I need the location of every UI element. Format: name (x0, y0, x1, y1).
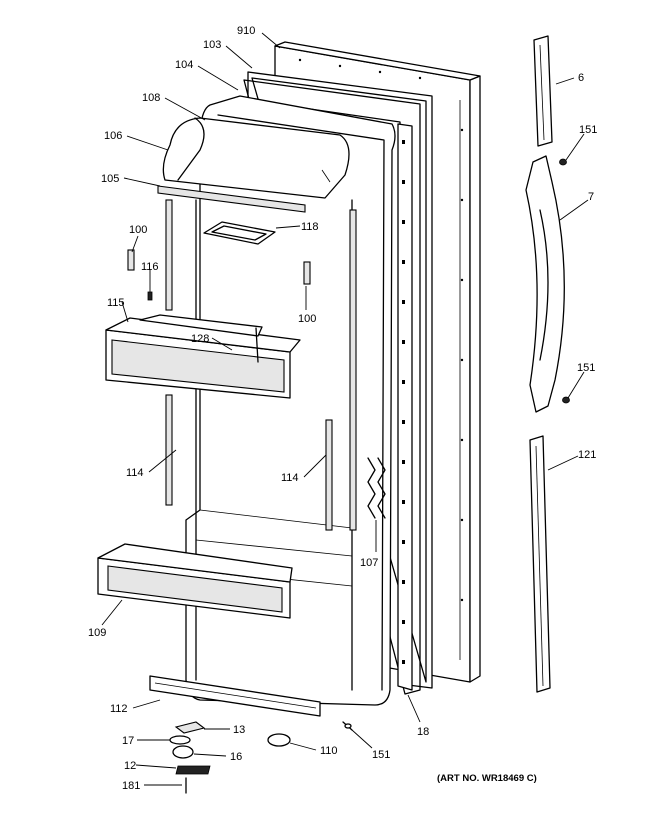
label-108: 108 (142, 92, 160, 104)
label-114-left: 114 (126, 467, 144, 479)
dispenser-cover (162, 117, 350, 199)
art-number: (ART NO. WR18469 C) (437, 773, 537, 784)
label-109: 109 (88, 627, 106, 639)
bin-109 (97, 543, 293, 619)
bin-115 (105, 314, 301, 399)
part-labels: 910 103 104 108 106 105 118 100 116 100 … (88, 25, 597, 792)
label-110: 110 (320, 745, 338, 757)
label-121: 121 (578, 449, 596, 461)
part-118 (203, 221, 276, 245)
label-17: 17 (122, 735, 134, 747)
vertical-rails (165, 199, 357, 531)
label-7: 7 (588, 191, 594, 203)
label-100-right: 100 (298, 313, 316, 325)
label-6: 6 (578, 72, 584, 84)
label-128: 128 (191, 333, 209, 345)
label-151-bottom: 151 (372, 749, 390, 761)
label-151-top: 151 (579, 124, 597, 136)
rail-105 (157, 185, 306, 213)
label-115: 115 (107, 297, 125, 309)
part-107 (367, 457, 386, 519)
trim-6 (533, 35, 553, 147)
label-18: 18 (417, 726, 429, 738)
label-151-middle: 151 (577, 362, 595, 374)
screw-151-upper (559, 158, 567, 166)
label-13: 13 (233, 724, 245, 736)
clip-100-right (303, 261, 311, 285)
clip-100-left (127, 249, 135, 271)
leader-lines (101, 32, 589, 786)
label-118: 118 (301, 221, 319, 233)
label-112: 112 (110, 703, 128, 715)
small-parts (169, 721, 353, 794)
screw-151-lower (562, 396, 570, 404)
label-181: 181 (122, 780, 140, 792)
label-100-left: 100 (129, 224, 147, 236)
label-114-right: 114 (281, 472, 299, 484)
label-16: 16 (230, 751, 242, 763)
handle-7 (525, 155, 565, 413)
bottom-rail-112 (149, 675, 321, 717)
label-910: 910 (237, 25, 255, 37)
label-12: 12 (124, 760, 136, 772)
label-105: 105 (101, 173, 119, 185)
label-103: 103 (203, 39, 221, 51)
label-116: 116 (141, 261, 159, 273)
label-106: 106 (104, 130, 122, 142)
label-104: 104 (175, 59, 193, 71)
trim-121 (529, 435, 551, 693)
label-107: 107 (360, 557, 378, 569)
clip-116 (147, 291, 153, 301)
